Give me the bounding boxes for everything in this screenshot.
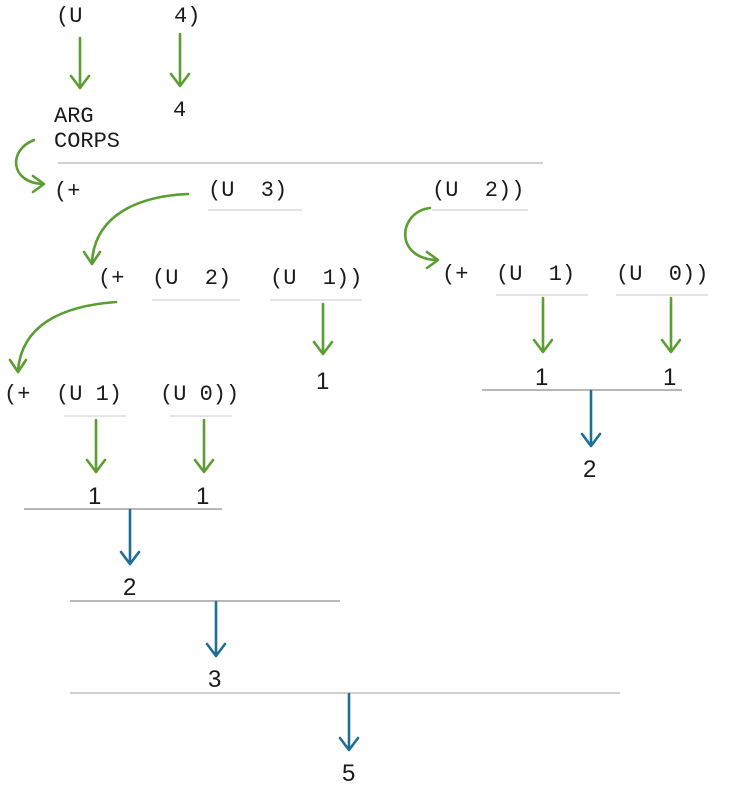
curve-corps-to-plus <box>14 138 46 194</box>
u3-top: (U 3) <box>208 178 288 203</box>
arrow-sum-final <box>338 692 360 752</box>
plus-low: (+ <box>4 382 31 407</box>
u1-low: (U 1) <box>56 382 123 407</box>
arrow-sum-low <box>119 508 141 566</box>
curve-u2-mid-to-plus-low <box>8 300 118 374</box>
arg-value: 4 <box>173 98 187 123</box>
arg-label: ARG <box>54 104 94 129</box>
corps-label: CORPS <box>54 129 121 154</box>
curve-u3-to-plus-mid <box>82 192 190 266</box>
arrow-u0-right-to-1 <box>660 296 682 354</box>
u2-mid: (U 2) <box>152 266 232 291</box>
summation-rules <box>24 162 682 694</box>
u1-right: (U 1) <box>496 262 576 287</box>
sum-mid: 3 <box>208 666 222 693</box>
plus-mid-right: (+ <box>442 262 469 287</box>
arrow-4-to-value <box>169 32 191 88</box>
one-right-a: 1 <box>535 364 549 391</box>
value-arrows <box>119 389 602 752</box>
one-right-b: 1 <box>663 364 677 391</box>
arrow-u1-low-to-1 <box>85 418 107 474</box>
sum-low: 2 <box>123 574 137 601</box>
arrow-u0-low-to-1 <box>193 418 215 474</box>
arrow-u1-mid-to-1 <box>312 302 334 356</box>
curve-u2-to-plus-right <box>404 206 440 270</box>
u2-top: (U 2)) <box>432 178 525 203</box>
arrow-u1-right-to-1 <box>532 296 554 354</box>
call-u-arg: 4) <box>174 4 201 29</box>
one-low-a: 1 <box>88 483 102 510</box>
one-from-u1-mid: 1 <box>316 368 330 395</box>
result: 5 <box>342 760 356 787</box>
expansion-arrows <box>8 138 440 374</box>
call-arrows <box>69 32 682 474</box>
plus-top: (+ <box>54 179 81 204</box>
u0-right: (U 0)) <box>616 262 709 287</box>
u1-mid: (U 1)) <box>270 266 363 291</box>
sum-right: 2 <box>583 456 597 483</box>
plus-mid-left: (+ <box>98 266 125 291</box>
call-u-open: (U <box>56 4 83 29</box>
arrow-sum-mid <box>205 600 227 658</box>
u0-low: (U 0)) <box>160 382 240 407</box>
arrow-sum-right <box>580 389 602 448</box>
one-low-b: 1 <box>196 483 210 510</box>
expression-underlines <box>64 209 708 417</box>
arrow-u-to-arg <box>69 36 91 90</box>
